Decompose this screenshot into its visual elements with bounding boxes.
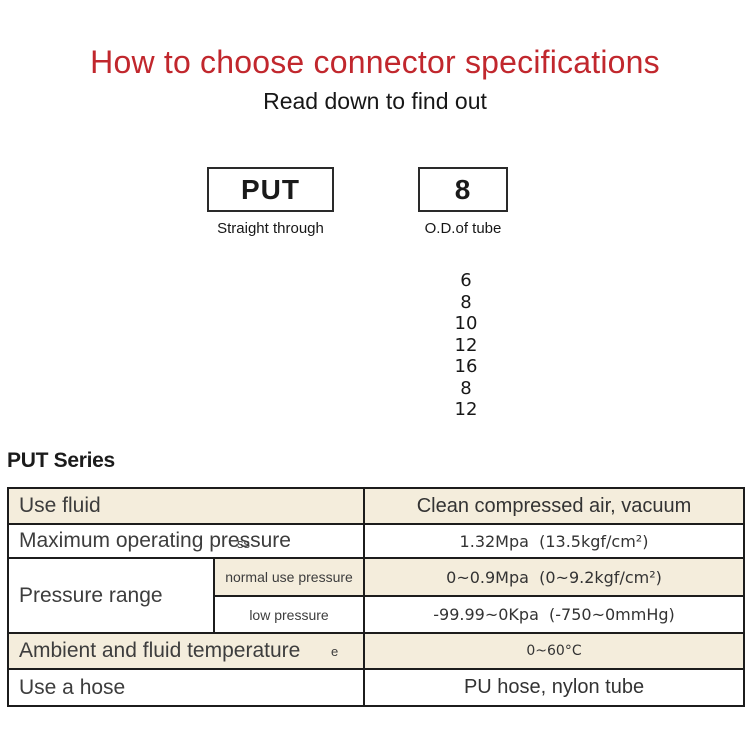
table-row: Use a hose PU hose, nylon tube bbox=[6, 668, 746, 707]
spec-label-temperature-text: Ambient and fluid temperature bbox=[19, 639, 301, 662]
model-code-box-type: PUT bbox=[207, 167, 334, 212]
tube-size-item: 6 bbox=[460, 270, 472, 291]
spec-value-normal-pressure: 0~0.9Mpa (0~9.2kgf/cm²) bbox=[363, 557, 746, 597]
spec-value-max-pressure: 1.32Mpa (13.5kgf/cm²) bbox=[363, 523, 746, 559]
table-row: Ambient and fluid temperature e 0~60°C bbox=[6, 632, 746, 670]
spec-value-hose: PU hose, nylon tube bbox=[363, 668, 746, 707]
tube-size-item: 12 bbox=[454, 399, 478, 420]
table-row: Use fluid Clean compressed air, vacuum bbox=[6, 487, 746, 525]
table-row: Maximum operating pressure ss 1.32Mpa (1… bbox=[6, 523, 746, 559]
tube-size-item: 10 bbox=[454, 313, 478, 334]
table-row: Pressure range normal use pressure 0~0.9… bbox=[7, 557, 746, 634]
tube-size-item: 12 bbox=[454, 334, 478, 356]
model-code-caption-type: Straight through bbox=[217, 220, 324, 237]
spec-sublabel-normal-pressure: normal use pressure bbox=[212, 557, 366, 597]
spec-value-use-fluid: Clean compressed air, vacuum bbox=[363, 487, 746, 525]
model-code-caption-size: O.D.of tube bbox=[424, 220, 502, 237]
tube-size-item: 8 bbox=[460, 291, 472, 313]
spec-label-hose: Use a hose bbox=[6, 668, 366, 707]
table-row: low pressure -99.99~0Kpa (-750~0mmHg) bbox=[8, 595, 746, 634]
tube-size-item: 8 bbox=[460, 377, 472, 399]
tube-size-item: 16 bbox=[454, 356, 478, 377]
spec-label-pressure-range: Pressure range bbox=[7, 557, 215, 634]
page-subtitle: Read down to find out bbox=[263, 88, 487, 114]
series-heading: PUT Series bbox=[7, 449, 115, 472]
page-title: How to choose connector specifications bbox=[90, 44, 660, 80]
text-artifact-ss: ss bbox=[237, 536, 250, 551]
tube-size-list: 6 8 10 12 16 8 12 bbox=[416, 270, 516, 421]
spec-table: Use fluid Clean compressed air, vacuum M… bbox=[6, 487, 746, 707]
model-code-size-text: 8 bbox=[454, 173, 472, 205]
text-artifact-e: e bbox=[331, 644, 339, 659]
spec-label-temperature: Ambient and fluid temperature e bbox=[6, 632, 366, 670]
model-code-box-size: 8 bbox=[418, 167, 508, 212]
spec-label-use-fluid: Use fluid bbox=[6, 487, 366, 525]
spec-value-low-pressure: -99.99~0Kpa (-750~0mmHg) bbox=[363, 595, 746, 634]
model-code-type-text: PUT bbox=[241, 173, 300, 205]
spec-value-temperature: 0~60°C bbox=[363, 632, 746, 670]
spec-label-max-pressure-text: Maximum operating pressure bbox=[19, 529, 291, 552]
spec-label-max-pressure: Maximum operating pressure ss bbox=[6, 523, 366, 559]
spec-sublabel-low-pressure: low pressure bbox=[212, 595, 366, 634]
